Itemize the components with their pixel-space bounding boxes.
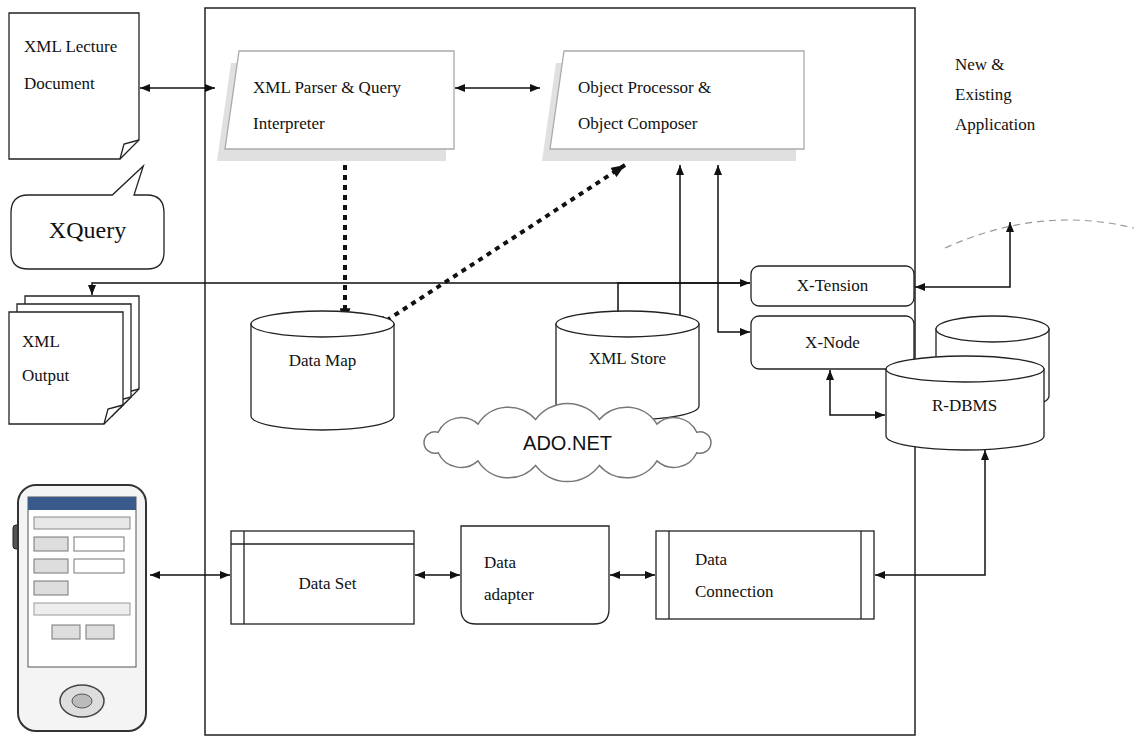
speech-bubble: XQuery bbox=[10, 165, 165, 270]
node-label: XML Output bbox=[22, 325, 92, 393]
shape-outline bbox=[251, 311, 394, 337]
shape-outline bbox=[550, 51, 804, 149]
connector-arrow bbox=[610, 574, 655, 576]
system-boundary bbox=[205, 8, 915, 735]
connector-arrow bbox=[875, 450, 985, 575]
database-cylinders bbox=[885, 315, 1050, 450]
application-curve bbox=[945, 220, 1134, 248]
pda-device bbox=[13, 485, 146, 731]
node-label: X-Node bbox=[805, 332, 860, 354]
shape-outline bbox=[556, 311, 699, 337]
database-cylinders: R-DBMS bbox=[885, 315, 1050, 450]
connection-box bbox=[655, 530, 875, 620]
shape-outline bbox=[120, 140, 139, 159]
node-label: Data Map bbox=[289, 350, 357, 372]
shape-outline bbox=[668, 531, 669, 619]
node-label: XML Parser & Query Interpreter bbox=[253, 70, 403, 142]
connector-arrow bbox=[455, 87, 540, 89]
shape-outline bbox=[9, 312, 123, 424]
node-label: R-DBMS bbox=[932, 395, 997, 417]
shape-outline bbox=[656, 531, 874, 619]
shape-outline bbox=[251, 324, 394, 430]
application-link bbox=[915, 222, 1010, 287]
document-shape: XML Lecture Document bbox=[8, 12, 140, 160]
connector-arrow bbox=[415, 574, 460, 576]
adapter-box: Data adapter bbox=[460, 525, 610, 625]
connector-arrow bbox=[92, 283, 750, 295]
shape-outline bbox=[886, 356, 1044, 382]
pda-link bbox=[150, 574, 230, 576]
shape-outline bbox=[104, 405, 123, 424]
dotted-connector bbox=[343, 165, 347, 322]
shape-outline bbox=[231, 543, 414, 544]
dataset-box: Data Set bbox=[230, 530, 415, 625]
connector-arrow bbox=[679, 165, 681, 332]
shape-outline bbox=[461, 526, 609, 624]
database-cylinder: XML Store bbox=[555, 310, 700, 420]
process-card bbox=[215, 50, 455, 165]
shape-outline bbox=[860, 531, 861, 619]
node-label: Data Connection bbox=[695, 544, 785, 608]
connection-box: Data Connection bbox=[655, 530, 875, 620]
node-label: Data adapter bbox=[484, 547, 554, 611]
connector-arrow bbox=[830, 370, 885, 415]
process-card bbox=[540, 50, 805, 165]
shape-outline bbox=[9, 13, 139, 159]
node-label: ADO.NET bbox=[523, 431, 612, 455]
adapter-box bbox=[460, 525, 610, 625]
node-label: Object Processor & Object Composer bbox=[578, 70, 728, 142]
shape-outline bbox=[751, 266, 914, 306]
shape-outline bbox=[243, 531, 244, 624]
shape-outline bbox=[424, 403, 711, 481]
shape-outline bbox=[225, 51, 454, 149]
shape-outline bbox=[936, 316, 1049, 342]
node-label: XQuery bbox=[49, 215, 126, 245]
module-box: X-Tension bbox=[750, 265, 915, 307]
document-stack bbox=[8, 295, 140, 425]
dotted-connector bbox=[375, 165, 625, 328]
node-label: Data Set bbox=[298, 573, 356, 595]
document-stack: XML Output bbox=[8, 295, 140, 425]
shape-outline bbox=[751, 316, 914, 369]
connector-arrow bbox=[140, 87, 215, 89]
process-card: Object Processor & Object Composer bbox=[540, 50, 805, 165]
database-cylinder: Data Map bbox=[250, 310, 395, 430]
connector-arrow bbox=[718, 165, 750, 332]
application-label: New & Existing Application bbox=[955, 50, 1050, 140]
shape-outline bbox=[231, 531, 414, 624]
module-box: X-Node bbox=[750, 315, 915, 370]
node-label: X-Tension bbox=[797, 275, 869, 297]
framework-cloud: ADO.NET bbox=[410, 405, 725, 480]
process-card: XML Parser & Query Interpreter bbox=[215, 50, 455, 165]
shape-outline bbox=[11, 166, 164, 269]
node-label: XML Store bbox=[589, 348, 666, 370]
node-label: XML Lecture Document bbox=[24, 28, 119, 102]
